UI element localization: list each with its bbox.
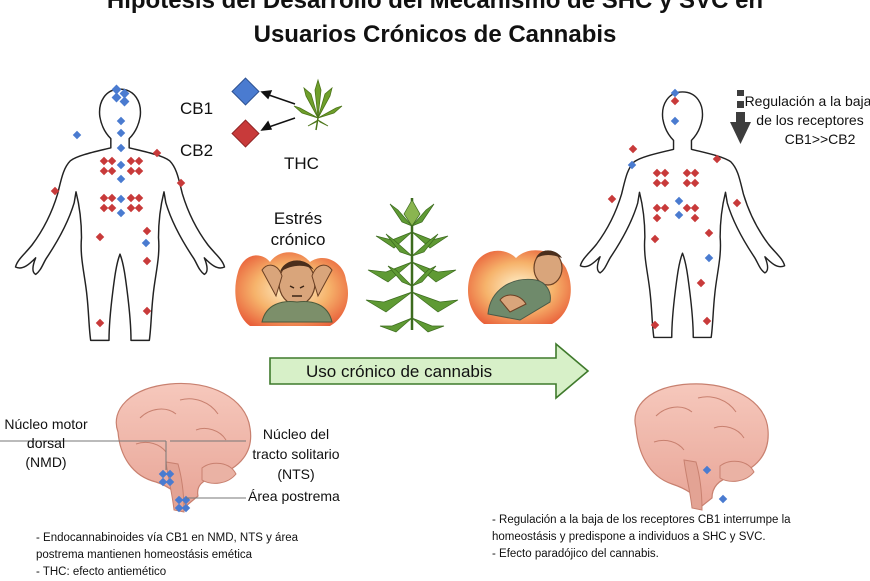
left-note-line-3: - THC: efecto antiemético bbox=[36, 566, 167, 578]
thc-binding-arrows bbox=[260, 90, 296, 131]
right-note-line-1: - Regulación a la baja de los receptores… bbox=[492, 514, 791, 526]
right-note-line-2: homeostásis y predispone a individuos a … bbox=[492, 531, 766, 543]
cb1-legend-diamond bbox=[231, 77, 260, 106]
nts-label: Núcleo del tracto solitario (NTS) bbox=[240, 424, 352, 484]
left-notes: - Endocannabinoides vía CB1 en NMD, NTS … bbox=[36, 530, 336, 581]
right-note-line-3: - Efecto paradójico del cannabis. bbox=[492, 548, 659, 560]
chronic-stress-line-2: crónico bbox=[270, 230, 326, 249]
area-postrema-label: Área postrema bbox=[248, 488, 340, 504]
chronic-cannabis-use-label: Uso crónico de cannabis bbox=[306, 362, 493, 381]
nmd-line-3: (NMD) bbox=[25, 454, 67, 470]
downregulation-line-3: CB1>>CB2 bbox=[784, 131, 856, 147]
cannabis-plant-illustration bbox=[365, 198, 459, 333]
chronic-stress-label: Estrés crónico bbox=[250, 208, 346, 250]
title-line-2: Usuarios Crónicos de Cannabis bbox=[253, 21, 617, 48]
downregulation-line-2: de los receptores bbox=[756, 112, 864, 128]
thc-leaf-icon bbox=[293, 78, 343, 131]
cb2-legend-diamond bbox=[231, 119, 260, 148]
left-note-line-1: - Endocannabinoides vía CB1 en NMD, NTS … bbox=[36, 532, 299, 544]
cb1-label: CB1 bbox=[180, 99, 214, 118]
downregulation-line-1: Regulación a la baja bbox=[744, 93, 870, 109]
left-brain-illustration bbox=[0, 382, 252, 513]
nmd-label: Núcleo motor dorsal (NMD) bbox=[0, 415, 98, 472]
stressed-person-illustration bbox=[235, 252, 349, 326]
title-line-1: Hipótesis del Desarrollo del Mecanismo d… bbox=[106, 0, 764, 14]
nmd-line-2: dorsal bbox=[26, 435, 66, 451]
chronic-stress-line-1: Estrés bbox=[273, 209, 323, 228]
nauseous-person-illustration bbox=[468, 250, 571, 324]
thc-label: THC bbox=[284, 154, 319, 173]
right-brain-illustration bbox=[634, 383, 769, 511]
left-body-receptors bbox=[50, 84, 186, 328]
nts-line-1: Núcleo del bbox=[262, 426, 330, 442]
cb2-label: CB2 bbox=[180, 141, 214, 160]
receptor-downregulation-label: Regulación a la baja de los receptores C… bbox=[744, 92, 870, 149]
nmd-line-1: Núcleo motor bbox=[4, 416, 88, 432]
nts-line-2: tracto solitario bbox=[252, 446, 340, 462]
chronic-use-arrow-shape bbox=[269, 342, 590, 400]
right-notes: - Regulación a la baja de los receptores… bbox=[492, 512, 864, 563]
downregulation-arrow bbox=[730, 90, 751, 144]
nts-line-3: (NTS) bbox=[277, 466, 315, 482]
left-note-line-2: postrema mantienen homeostásis emética bbox=[36, 549, 253, 561]
